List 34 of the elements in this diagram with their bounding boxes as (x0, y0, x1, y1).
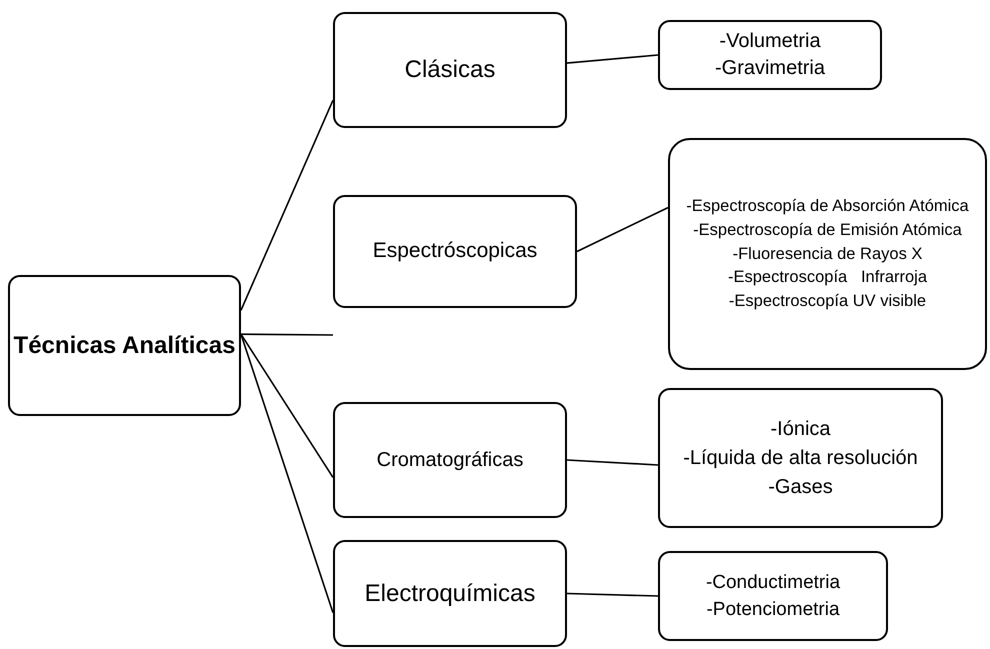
box-label: Clásicas (404, 56, 496, 84)
connector-line (566, 459, 658, 466)
list-item: -Espectroscopía de Absorción Atómica (686, 196, 969, 216)
box-label: Espectróscopicas (372, 239, 538, 264)
list-item: -Gravimetria (714, 57, 825, 80)
category-box (333, 12, 567, 128)
connector-line (240, 334, 334, 478)
list-item: -Fluoresencia de Rayos X (732, 244, 922, 264)
list-item: -Potenciometria (706, 598, 840, 620)
list-item: -Conductimetria (706, 572, 840, 594)
category-box (333, 540, 567, 647)
root-box (8, 275, 241, 416)
list-item: -Gases (768, 476, 833, 498)
box-label: Técnicas Analíticas (14, 332, 236, 360)
connector-line (566, 54, 658, 64)
list-item: -Espectroscopía UV visible (728, 292, 926, 312)
box-label: Cromatográficas (376, 448, 524, 472)
list-box (658, 551, 888, 641)
list-item: -Volumetria (719, 30, 821, 53)
category-box (333, 195, 577, 308)
connector-line (240, 100, 334, 311)
connector-line (240, 334, 334, 614)
list-box (658, 388, 943, 528)
connector-line (241, 333, 333, 336)
list-item: -Líquida de alta resolución (683, 446, 918, 470)
list-item: -Iónica (770, 418, 831, 440)
list-item: -Espectroscopía de Emisión Atómica (693, 220, 962, 240)
connector-line (576, 206, 668, 252)
list-box (658, 20, 882, 90)
connector-line (566, 592, 658, 597)
list-item: -Espectroscopía Infrarroja (728, 268, 927, 288)
category-box (333, 402, 567, 518)
box-label: Electroquímicas (364, 580, 536, 608)
list-box (668, 138, 987, 370)
